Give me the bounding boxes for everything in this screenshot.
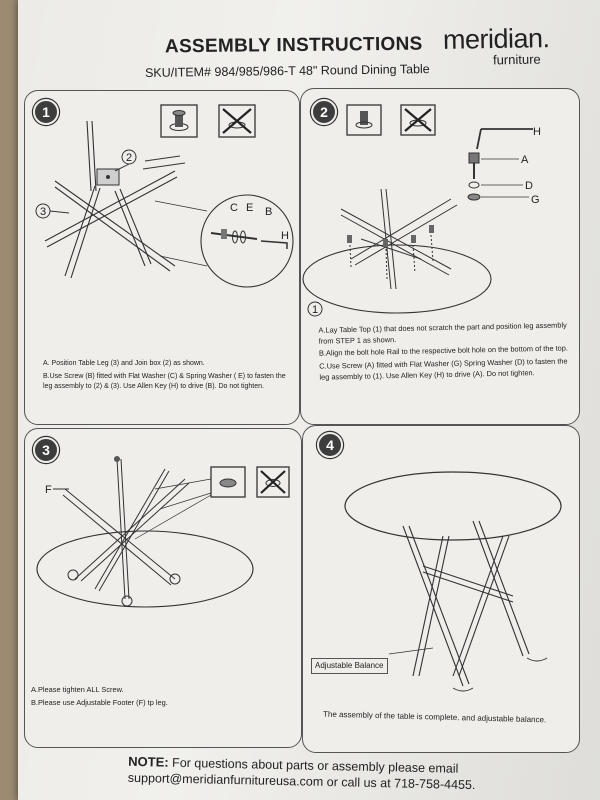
step-1-instruction-a: A. Position Table Leg (3) and Join box (…: [43, 360, 205, 367]
step-1-instructions: A. Position Table Leg (3) and Join box (…: [43, 359, 293, 395]
step-3-panel: 3 F A.Please tighten ALL Screw. B.Please…: [24, 428, 302, 748]
step-3-instructions: A.Please tighten ALL Screw. B.Please use…: [31, 685, 291, 710]
allowed-tool-icon: [210, 466, 246, 498]
part-e-label: E: [246, 202, 253, 214]
page-title: ASSEMBLY INSTRUCTIONS: [164, 33, 423, 58]
step-3-badge: 3: [33, 437, 59, 463]
step-2-instructions: A.Lay Table Top (1) that does not scratc…: [318, 320, 575, 385]
part-d-label: D: [525, 180, 533, 192]
step-3-instruction-b: B.Please use Adjustable Footer (F) tp le…: [31, 697, 168, 707]
part-f-label: F: [45, 484, 52, 496]
part-a-label: A: [521, 154, 529, 166]
step-2-badge: 2: [311, 99, 337, 125]
step-4-instructions: The assembly of the table is complete. a…: [322, 709, 547, 725]
step-4-badge: 4: [317, 432, 343, 458]
step-2-instruction-c: C.Use Screw (A) fitted with Flat Washer …: [319, 356, 568, 382]
callout-1: 1: [312, 304, 318, 316]
part-h-label: H: [281, 230, 289, 242]
brand-subtitle: furniture: [492, 51, 541, 68]
step-3-instruction-a: A.Please tighten ALL Screw.: [31, 685, 124, 694]
step-1-instruction-b: B.Use Screw (B) fitted with Flat Washer …: [43, 373, 286, 391]
step-2-instruction-a: A.Lay Table Top (1) that does not scratc…: [318, 320, 567, 346]
step-4-panel: 4 Adjustable Balance The assembly of the…: [302, 425, 580, 753]
step-4-diagram: [344, 471, 562, 692]
part-b-label: B: [265, 206, 272, 218]
step-3-diagram: F: [36, 456, 290, 608]
step-1-panel: 1 2 3: [24, 90, 300, 425]
prohibited-tool-icon: [400, 104, 436, 136]
allowed-tool-icon: [346, 104, 382, 136]
note-label: NOTE:: [128, 753, 169, 770]
part-h-label: H: [533, 126, 541, 138]
callout-2: 2: [126, 152, 132, 164]
prohibited-tool-icon: [256, 466, 290, 498]
step-2-panel: 2 H A D G: [300, 88, 580, 425]
step-1-badge: 1: [33, 99, 59, 125]
allowed-tool-icon: [160, 104, 198, 138]
adjustable-balance-label: Adjustable Balance: [311, 658, 388, 674]
step-2-diagram: H A D G 1: [302, 104, 541, 317]
part-c-label: C: [230, 202, 238, 214]
part-g-label: G: [531, 194, 540, 206]
step-1-diagram: 2 3 C E B H: [35, 104, 294, 288]
prohibited-tool-icon: [218, 104, 256, 138]
callout-3: 3: [40, 206, 46, 218]
